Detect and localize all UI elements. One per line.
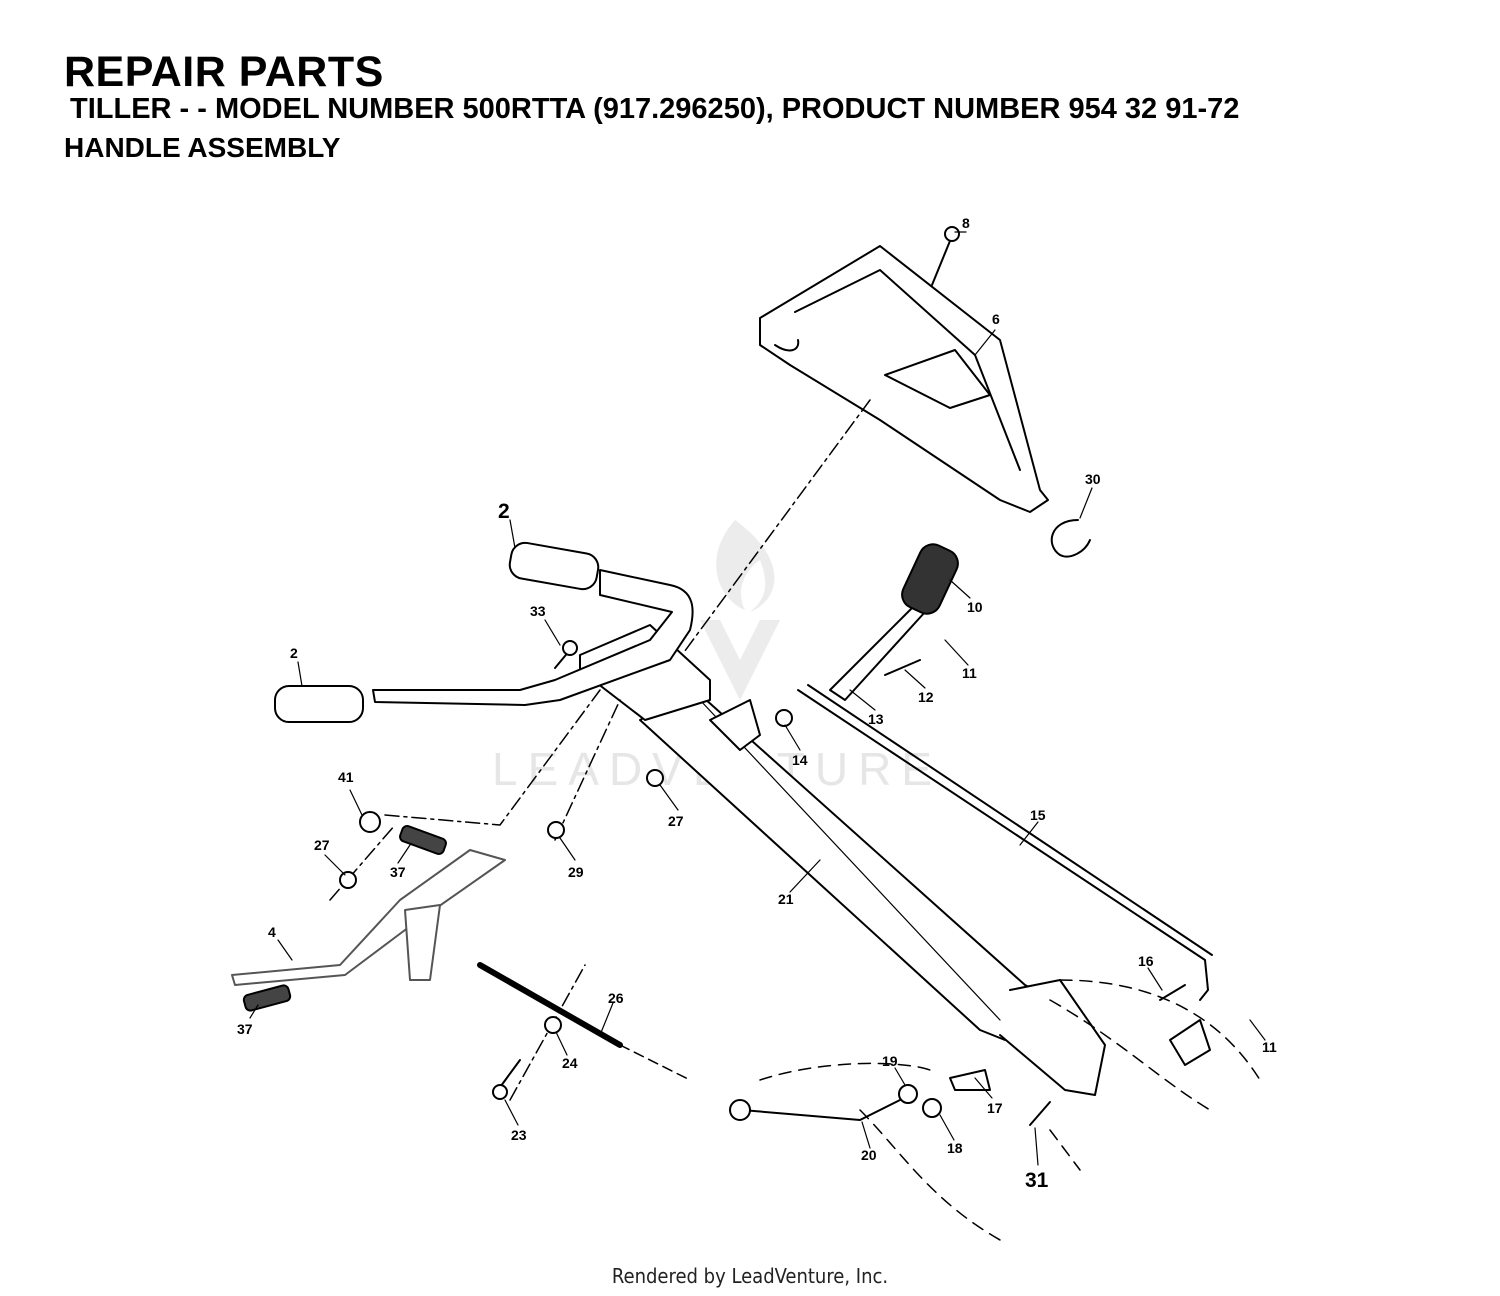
callout-11-lower: 11 bbox=[1262, 1039, 1277, 1055]
callout-15: 15 bbox=[1030, 807, 1046, 823]
spring-lower bbox=[242, 984, 292, 1012]
callout-18: 18 bbox=[947, 1140, 963, 1156]
spring-upper bbox=[399, 825, 447, 855]
callout-31: 31 bbox=[1025, 1169, 1049, 1192]
callout-6: 6 bbox=[992, 311, 1000, 327]
callout-17: 17 bbox=[987, 1100, 1003, 1116]
callout-27-left: 27 bbox=[314, 837, 330, 853]
handlebar bbox=[372, 569, 694, 706]
callout-12: 12 bbox=[918, 689, 934, 705]
callout-13: 13 bbox=[868, 711, 884, 727]
callout-33: 33 bbox=[530, 603, 546, 619]
callout-37-lower: 37 bbox=[237, 1021, 253, 1037]
callout-27-mid: 27 bbox=[668, 813, 684, 829]
callout-24: 24 bbox=[562, 1055, 578, 1071]
callout-10: 10 bbox=[967, 599, 983, 615]
retaining-ring bbox=[1050, 519, 1091, 558]
callout-2-upper: 2 bbox=[498, 500, 510, 523]
callout-19: 19 bbox=[882, 1053, 898, 1069]
callout-21: 21 bbox=[778, 891, 794, 907]
section-title: HANDLE ASSEMBLY bbox=[64, 132, 341, 163]
callout-14: 14 bbox=[792, 752, 808, 768]
callout-30: 30 bbox=[1085, 471, 1101, 487]
grip-upper bbox=[508, 541, 600, 591]
callout-41: 41 bbox=[338, 769, 354, 785]
depth-lever bbox=[741, 1099, 901, 1121]
callout-20: 20 bbox=[861, 1147, 877, 1163]
callout-labels: 8 6 30 2 2 10 11 33 12 13 14 41 27 27 37… bbox=[237, 215, 1277, 1192]
callout-16: 16 bbox=[1138, 953, 1154, 969]
callout-11-upper: 11 bbox=[962, 665, 977, 681]
lever-knob bbox=[901, 543, 959, 615]
callout-26: 26 bbox=[608, 990, 624, 1006]
page-title: REPAIR PARTS bbox=[64, 48, 384, 96]
callout-23: 23 bbox=[511, 1127, 527, 1143]
callout-2-lower: 2 bbox=[290, 645, 298, 661]
grip-lower bbox=[274, 685, 364, 723]
callout-8: 8 bbox=[962, 215, 970, 231]
model-subtitle: TILLER - - MODEL NUMBER 500RTTA (917.296… bbox=[70, 93, 1240, 125]
callout-37-upper: 37 bbox=[390, 864, 406, 880]
footer-credit: Rendered by LeadVenture, Inc. bbox=[611, 1264, 889, 1288]
console-cover bbox=[759, 245, 1049, 513]
shift-rod bbox=[797, 689, 1209, 1001]
shift-lever bbox=[829, 604, 926, 701]
callout-4: 4 bbox=[268, 924, 276, 940]
callout-29: 29 bbox=[568, 864, 584, 880]
clutch-linkage bbox=[231, 849, 506, 986]
control-cable bbox=[477, 962, 623, 1048]
